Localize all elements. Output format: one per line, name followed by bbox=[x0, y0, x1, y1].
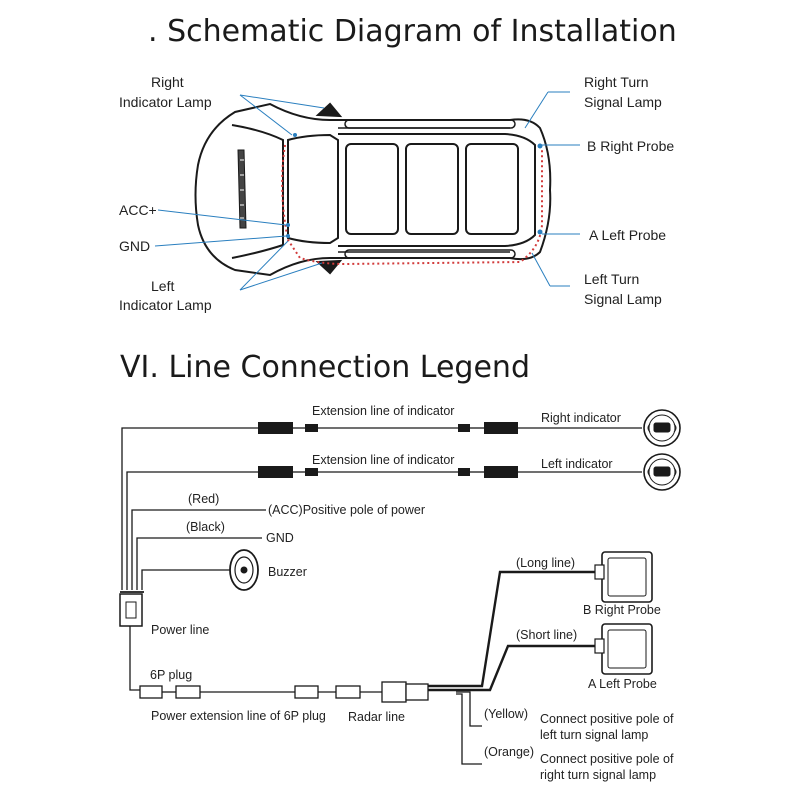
label-black: (Black) bbox=[186, 520, 225, 534]
connectors bbox=[258, 422, 518, 478]
label-left-indicator-2: Indicator Lamp bbox=[119, 297, 212, 313]
indicator-dot bbox=[293, 133, 297, 137]
right-roof-rail bbox=[344, 119, 516, 129]
connector-left-ext-a bbox=[258, 466, 293, 478]
roof-panel-2 bbox=[405, 143, 459, 235]
label-gnd: GND bbox=[119, 238, 151, 254]
probe-dot-a bbox=[537, 229, 543, 235]
car-illustration bbox=[194, 102, 552, 277]
wiring-path bbox=[281, 144, 543, 266]
connector-right-ext-b bbox=[305, 424, 318, 432]
label-left-turn-2: Signal Lamp bbox=[584, 291, 662, 307]
label-right-indicator-2: Indicator Lamp bbox=[119, 94, 212, 110]
label-left-turn: Left Turn bbox=[584, 271, 640, 287]
label-right-turn-2: Signal Lamp bbox=[584, 94, 662, 110]
label-a-left-probe-legend: A Left Probe bbox=[588, 677, 657, 691]
a-left-probe-icon bbox=[594, 623, 653, 675]
label-orange: (Orange) bbox=[484, 745, 535, 759]
label-left-indicator-legend: Left indicator bbox=[541, 457, 613, 471]
acc-dot bbox=[286, 223, 290, 227]
label-ext-indicator-1: Extension line of indicator bbox=[312, 404, 455, 418]
legend-wiring bbox=[120, 427, 642, 765]
label-yellow-desc-2: left turn signal lamp bbox=[540, 728, 649, 742]
label-red: (Red) bbox=[188, 492, 220, 506]
roof-panel-3 bbox=[465, 143, 519, 235]
connector-right-ext-d bbox=[484, 422, 518, 434]
probe-dot-b bbox=[537, 143, 543, 149]
b-right-probe-icon bbox=[594, 551, 653, 603]
connector-left-ext-b bbox=[305, 468, 318, 476]
gnd-dot bbox=[286, 234, 290, 238]
label-orange-desc-2: right turn signal lamp bbox=[540, 768, 657, 782]
label-right-indicator-legend: Right indicator bbox=[541, 411, 621, 425]
label-buzzer: Buzzer bbox=[268, 565, 307, 579]
label-gnd-legend: GND bbox=[266, 531, 294, 545]
label-ext-indicator-2: Extension line of indicator bbox=[312, 453, 455, 467]
label-right-indicator: Right bbox=[151, 74, 184, 90]
roof-panel-1 bbox=[345, 143, 399, 235]
label-long-line: (Long line) bbox=[516, 556, 576, 570]
connector-right-ext-a bbox=[258, 422, 293, 434]
label-a-left-probe: A Left Probe bbox=[589, 227, 667, 243]
left-indicator-icon bbox=[643, 453, 681, 491]
buzzer-icon bbox=[229, 549, 259, 591]
label-radar-line: Radar line bbox=[348, 710, 405, 724]
label-b-right-probe-legend: B Right Probe bbox=[583, 603, 661, 617]
label-power-ext: Power extension line of 6P plug bbox=[151, 709, 326, 723]
label-right-turn: Right Turn bbox=[584, 74, 649, 90]
left-roof-rail bbox=[344, 249, 516, 259]
connector-right-ext-c bbox=[458, 424, 470, 432]
schematic-title: . Schematic Diagram of Installation bbox=[148, 14, 677, 49]
plugs bbox=[139, 681, 429, 703]
label-left-indicator: Left bbox=[151, 278, 175, 294]
probe-wires bbox=[428, 570, 600, 692]
connector-left-ext-c bbox=[458, 468, 470, 476]
hood-line bbox=[231, 124, 284, 259]
connector-left-ext-d bbox=[484, 466, 518, 478]
label-orange-desc-1: Connect positive pole of bbox=[540, 752, 674, 766]
label-6p-plug: 6P plug bbox=[150, 668, 193, 682]
label-acc-positive: (ACC)Positive pole of power bbox=[268, 503, 426, 517]
car-body-outline bbox=[194, 102, 552, 277]
radar-line-connector bbox=[381, 681, 407, 703]
label-power-line: Power line bbox=[151, 623, 210, 637]
left-mirror bbox=[315, 259, 343, 275]
leader-lines bbox=[154, 91, 580, 291]
label-yellow-desc-1: Connect positive pole of bbox=[540, 712, 674, 726]
right-mirror bbox=[315, 102, 343, 118]
right-indicator-icon bbox=[643, 409, 681, 447]
six-p-plug bbox=[139, 685, 163, 699]
legend-title: VI. Line Connection Legend bbox=[120, 350, 530, 385]
windshield bbox=[287, 133, 339, 245]
grille bbox=[237, 149, 247, 229]
label-short-line: (Short line) bbox=[516, 628, 578, 642]
roof-outline bbox=[338, 133, 536, 247]
label-yellow: (Yellow) bbox=[484, 707, 529, 721]
label-acc: ACC+ bbox=[119, 202, 157, 218]
label-b-right-probe: B Right Probe bbox=[587, 138, 675, 154]
